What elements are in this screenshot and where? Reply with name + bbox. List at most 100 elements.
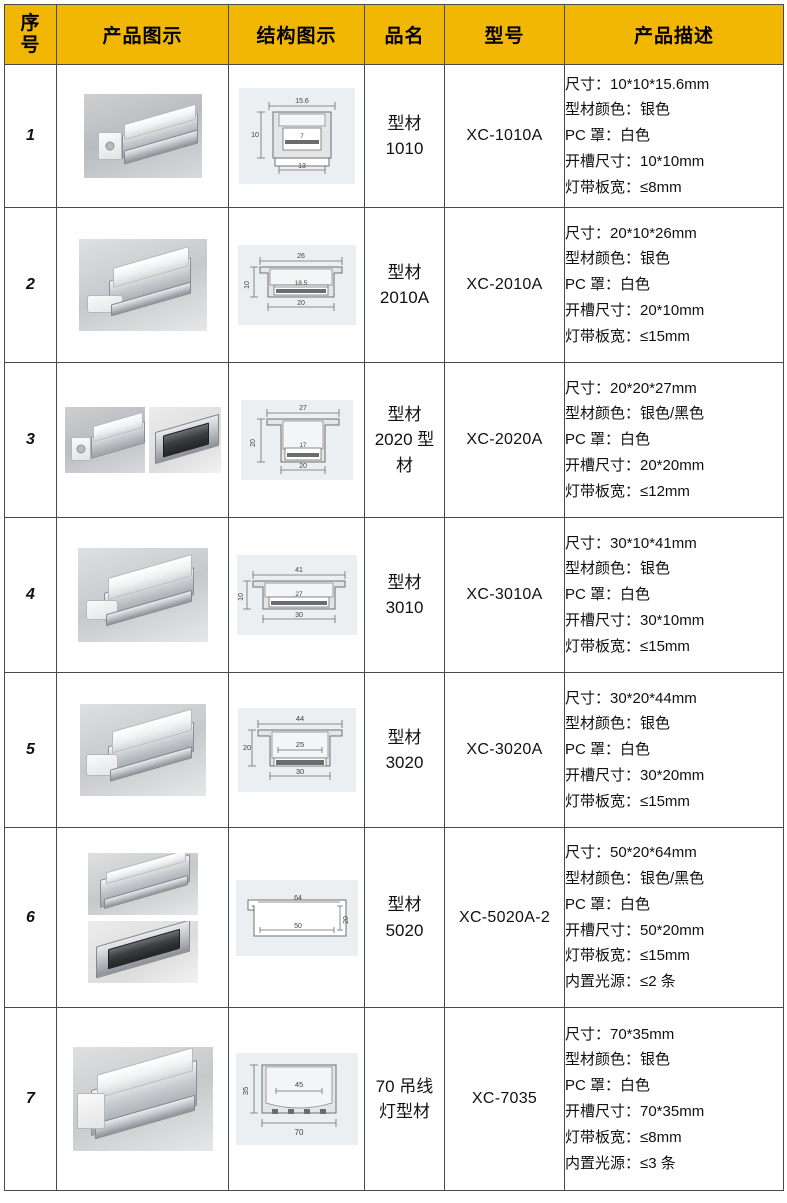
row-index: 5 — [4, 672, 57, 828]
product-name-line: 型材 — [387, 113, 422, 133]
product-model: XC-3020A — [444, 672, 565, 828]
desc-line: 开槽尺寸：70*35mm — [565, 1103, 705, 1120]
dim-height: 20 — [250, 439, 257, 447]
desc-line: 开槽尺寸：10*10mm — [565, 152, 705, 170]
product-photo-cell — [56, 1007, 229, 1191]
product-model: XC-1010A — [444, 64, 565, 208]
product-name-line: 型材 — [387, 895, 422, 914]
product-name-cell: 型材 5020 — [364, 827, 445, 1008]
desc-line: 开槽尺寸：20*10mm — [565, 301, 705, 319]
desc-line: 尺寸：30*20*44mm — [565, 689, 697, 707]
product-description: 尺寸：20*10*26mm 型材颜色：银色 PC 罩：白色 开槽尺寸：20*10… — [564, 207, 784, 363]
dim-inner: 18.5 — [294, 280, 307, 287]
header-row: 序号 产品图示 结构图示 品名 型号 产品描述 — [4, 4, 784, 65]
structure-drawing: 41 10 27 30 — [236, 555, 357, 635]
product-name-line: 型材 — [387, 404, 422, 424]
product-name-line: 70 吊线 — [375, 1076, 434, 1096]
dim-inner: 27 — [295, 591, 303, 598]
product-name-cell: 型材 3010 — [364, 517, 445, 673]
dim-bottom: 50 — [294, 923, 302, 930]
structure-drawing-cell: 15.6 10 7 13 — [228, 64, 365, 208]
column-header-drawing: 结构图示 — [228, 4, 365, 65]
structure-drawing-cell: 41 10 27 30 — [228, 517, 365, 673]
dim-top: 44 — [295, 714, 303, 723]
product-photo-cell — [56, 517, 229, 673]
table-row: 6 — [4, 827, 784, 1008]
product-photo — [57, 239, 228, 331]
row-index: 7 — [4, 1007, 57, 1191]
product-model: XC-2020A — [444, 362, 565, 518]
product-photo-cell — [56, 362, 229, 518]
product-name-line: 型材 — [387, 727, 422, 747]
structure-drawing-cell: 27 20 17 20 — [228, 362, 365, 518]
product-description: 尺寸：70*35mm 型材颜色：银色 PC 罩：白色 开槽尺寸：70*35mm … — [564, 1007, 784, 1191]
desc-line: PC 罩：白色 — [565, 276, 651, 294]
dim-height: 20 — [242, 743, 250, 752]
spec-sheet: 序号 产品图示 结构图示 品名 型号 产品描述 1 — [0, 4, 787, 1203]
product-name-line: 2010A — [379, 288, 430, 307]
dim-height: 35 — [241, 1087, 250, 1095]
desc-line: PC 罩：白色 — [565, 127, 651, 145]
table-row: 5 — [4, 672, 784, 828]
dim-top: 26 — [297, 253, 305, 260]
table-header: 序号 产品图示 结构图示 品名 型号 产品描述 — [4, 4, 784, 65]
column-header-name: 品名 — [364, 4, 445, 65]
desc-line: 开槽尺寸：50*20mm — [565, 921, 705, 939]
product-photo — [57, 548, 228, 642]
structure-drawing: 44 20 25 — [237, 708, 356, 792]
desc-line: 开槽尺寸：30*20mm — [565, 766, 705, 784]
product-description: 尺寸：20*20*27mm 型材颜色：银色/黑色 PC 罩：白色 开槽尺寸：20… — [564, 362, 784, 518]
desc-line: 型材颜色：银色 — [565, 250, 671, 268]
desc-line: PC 罩：白色 — [565, 1077, 651, 1095]
dim-bottom: 30 — [295, 612, 303, 619]
product-photo-cell — [56, 672, 229, 828]
product-name-cell: 型材 1010 — [364, 64, 445, 208]
dim-inner: 17 — [299, 443, 306, 449]
desc-line: 型材颜色：银色 — [565, 560, 671, 578]
product-description: 尺寸：30*10*41mm 型材颜色：银色 PC 罩：白色 开槽尺寸：30*10… — [564, 517, 784, 673]
structure-drawing: 64 20 50 — [235, 879, 358, 956]
desc-line: PC 罩：白色 — [565, 431, 651, 449]
structure-drawing-cell: 35 45 70 — [228, 1007, 365, 1191]
row-index: 4 — [4, 517, 57, 673]
dim-height: 10 — [244, 281, 251, 289]
desc-line: 尺寸：20*10*26mm — [565, 224, 697, 242]
product-photo — [57, 852, 228, 983]
table-body: 1 — [4, 64, 784, 1191]
desc-line: 灯带板宽：≤15mm — [565, 947, 690, 965]
desc-line: 灯带板宽：≤8mm — [565, 1128, 682, 1146]
column-header-description: 产品描述 — [564, 4, 784, 65]
product-name-line: 5020 — [385, 920, 424, 940]
dim-top: 27 — [299, 405, 307, 412]
desc-line: 型材颜色：银色/黑色 — [565, 869, 705, 887]
dim-bottom: 20 — [297, 300, 305, 307]
desc-line: 灯带板宽：≤12mm — [565, 482, 690, 500]
product-name-line: 1010 — [385, 139, 424, 158]
desc-line: 灯带板宽：≤15mm — [565, 637, 690, 655]
structure-drawing: 35 45 70 — [235, 1053, 358, 1145]
dim-bottom: 13 — [298, 163, 306, 170]
product-description: 尺寸：30*20*44mm 型材颜色：银色 PC 罩：白色 开槽尺寸：30*20… — [564, 672, 784, 828]
column-header-model: 型号 — [444, 4, 565, 65]
desc-line: 尺寸：20*20*27mm — [565, 379, 697, 397]
product-name-line: 灯型材 — [379, 1102, 430, 1121]
product-photo — [57, 1047, 228, 1151]
product-name-cell: 型材 2020 型 材 — [364, 362, 445, 518]
product-model: XC-7035 — [444, 1007, 565, 1191]
desc-line: 型材颜色：银色 — [565, 101, 671, 119]
product-name-cell: 70 吊线 灯型材 — [364, 1007, 445, 1191]
column-header-photo: 产品图示 — [56, 4, 229, 65]
product-photo-cell — [56, 207, 229, 363]
product-photo — [57, 94, 228, 178]
product-name-cell: 型材 2010A — [364, 207, 445, 363]
table-row: 2 — [4, 207, 784, 363]
desc-line: 灯带板宽：≤15mm — [565, 327, 690, 345]
row-index: 1 — [4, 64, 57, 208]
desc-line: 型材颜色：银色/黑色 — [565, 405, 705, 423]
product-description: 尺寸：50*20*64mm 型材颜色：银色/黑色 PC 罩：白色 开槽尺寸：50… — [564, 827, 784, 1008]
dim-bottom: 30 — [295, 767, 303, 776]
product-photo — [57, 704, 228, 796]
desc-line: 开槽尺寸：30*10mm — [565, 611, 705, 629]
desc-line: PC 罩：白色 — [565, 741, 651, 759]
dim-inner: 25 — [295, 740, 303, 749]
